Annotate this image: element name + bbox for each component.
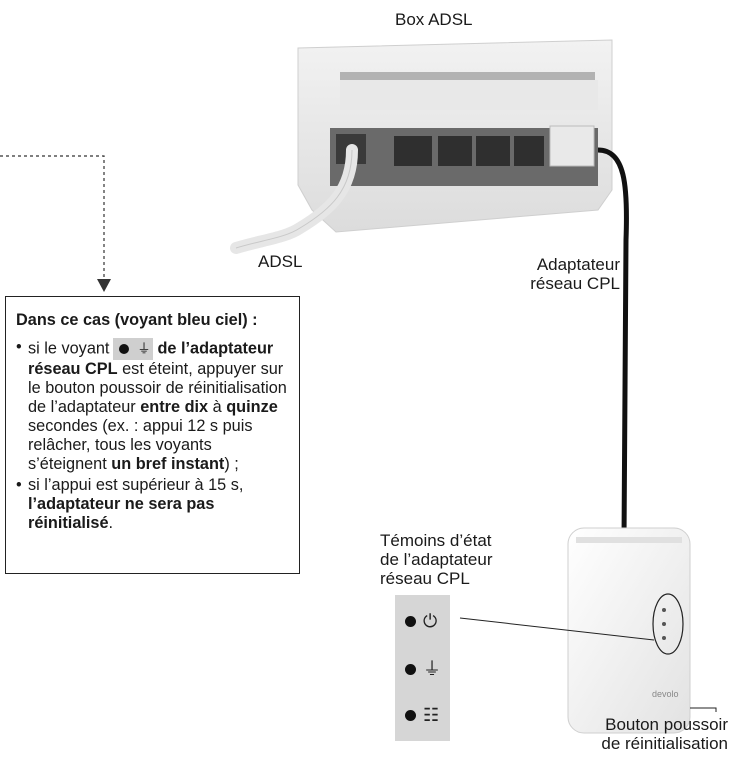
status-leds-label: Témoins d’état de l’adaptateur réseau CP… bbox=[380, 531, 520, 588]
led-plug-icon: ⏚ bbox=[113, 338, 154, 360]
led-row-power: ⏻ bbox=[401, 609, 447, 635]
reset-button-label: Bouton poussoir de réinitialisation bbox=[566, 715, 728, 753]
adapter-label-line2: réseau CPL bbox=[530, 274, 620, 293]
status-leds-label-line1: Témoins d’état bbox=[380, 531, 492, 550]
ethernet-cable bbox=[597, 147, 629, 541]
instruction-list: •si le voyant⏚de l’adaptateur réseau CPL… bbox=[16, 338, 289, 533]
dotted-arrow-line bbox=[0, 155, 105, 282]
led-panel: ⏻ ⏚ ☷ bbox=[395, 595, 450, 741]
network-icon: ☷ bbox=[423, 705, 440, 725]
status-leds-label-line3: réseau CPL bbox=[380, 569, 470, 588]
status-leds-label-line2: de l’adaptateur bbox=[380, 550, 493, 569]
adapter-label: Adaptateur réseau CPL bbox=[490, 255, 620, 293]
instruction-item-1: •si le voyant⏚de l’adaptateur réseau CPL… bbox=[16, 338, 287, 473]
reset-label-line1: Bouton poussoir bbox=[605, 715, 728, 734]
power-icon: ⏻ bbox=[423, 611, 438, 631]
adapter-label-line1: Adaptateur bbox=[536, 255, 620, 274]
adsl-box-illustration bbox=[297, 39, 613, 233]
led-dot bbox=[405, 616, 416, 627]
led-dot bbox=[405, 710, 416, 721]
instruction-callout: Dans ce cas (voyant bleu ciel) : •si le … bbox=[5, 296, 300, 574]
leds-leader-line bbox=[459, 617, 655, 641]
adsl-label: ADSL bbox=[258, 252, 303, 271]
plug-icon: ⏚ bbox=[423, 659, 441, 679]
led-dot bbox=[405, 664, 416, 675]
reset-label-line2: de réinitialisation bbox=[601, 734, 728, 753]
led-row-plug: ⏚ bbox=[401, 657, 447, 683]
adapter-brand: devolo bbox=[652, 689, 679, 699]
reset-leader-line bbox=[690, 707, 717, 712]
box-adsl-label: Box ADSL bbox=[395, 10, 473, 29]
arrow-head-icon bbox=[97, 279, 111, 292]
instruction-item-2: •si l’appui est supérieur à 15 s, l’adap… bbox=[16, 476, 244, 532]
cpl-adapter-illustration: devolo bbox=[567, 527, 691, 734]
callout-title: Dans ce cas (voyant bleu ciel) : bbox=[16, 311, 258, 329]
led-row-network: ☷ bbox=[401, 703, 447, 729]
